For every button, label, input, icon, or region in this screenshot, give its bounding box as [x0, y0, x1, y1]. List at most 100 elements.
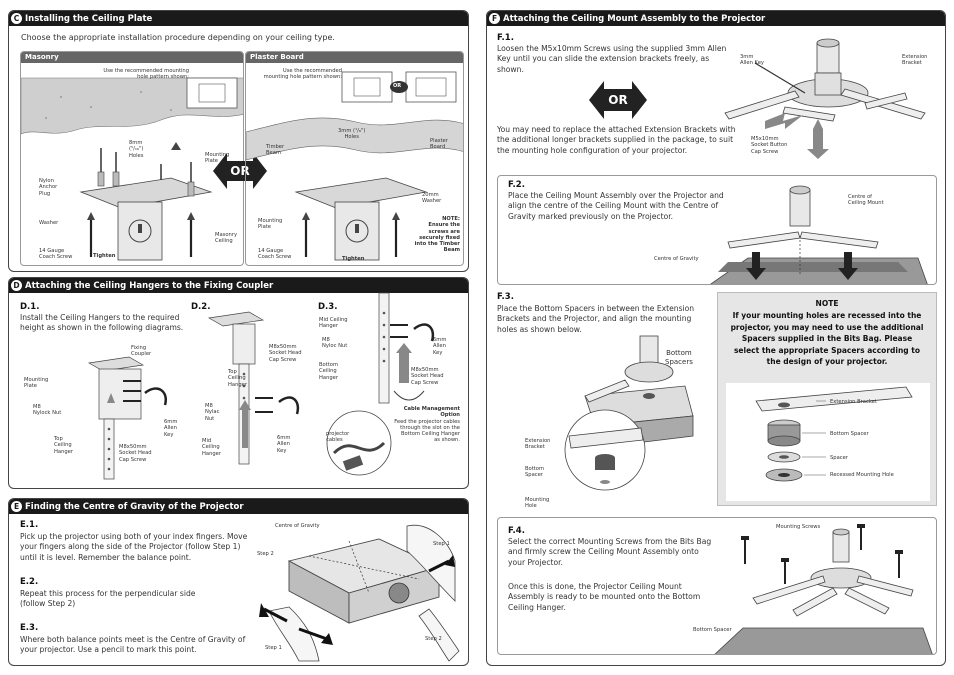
masonry-tighten-label: Tighten: [93, 253, 116, 259]
masonry-washer-label: Washer: [39, 220, 59, 226]
plaster-hole-pattern: Use the recommended mounting hole patter…: [263, 68, 342, 81]
plaster-note: NOTE:Ensure the screws are securely fixe…: [414, 216, 460, 254]
masonry-hole-size: 8mm(⁵/₁₆")Holes: [129, 140, 144, 159]
f2-text: Place the Ceiling Mount Assembly over th…: [508, 191, 724, 221]
f3-heading: F.3.: [497, 292, 514, 302]
section-e-letter: E: [11, 501, 22, 512]
masonry-label: Masonry: [21, 52, 243, 63]
e1-text: Pick up the projector using both of your…: [20, 532, 248, 562]
f2-centre-gravity-label: Centre of Gravity: [654, 256, 699, 262]
or-text-c: OR: [230, 164, 250, 178]
d1-heading: D.1.: [20, 302, 40, 312]
masonry-panel: Masonry Use the recommended mounting hol…: [20, 51, 244, 266]
section-f-letter: F: [489, 13, 500, 24]
f3-text: Place the Bottom Spacers in between the …: [497, 304, 695, 334]
or-arrow-c: OR: [213, 153, 267, 189]
f4-text2: Once this is done, the Projector Ceiling…: [508, 582, 701, 612]
note-text: If your mounting holes are recessed into…: [730, 311, 924, 366]
f4-screws-label: Mounting Screws: [776, 524, 821, 530]
section-d-letter: D: [11, 280, 22, 291]
note-illustration-box: Extension Bracket Bottom Spacer Spacer R…: [726, 383, 930, 501]
note-heading: NOTE: [815, 299, 839, 308]
section-d-title: Attaching the Ceiling Hangers to the Fix…: [25, 280, 274, 291]
f1-heading: F.1.: [497, 33, 514, 43]
e2-heading: E.2.: [20, 577, 39, 587]
f2-illustration: [710, 185, 928, 284]
section-f-header: F Attaching the Ceiling Mount Assembly t…: [487, 11, 945, 26]
section-e-header: E Finding the Centre of Gravity of the P…: [9, 499, 468, 514]
section-c-header: C Installing the Ceiling Plate: [9, 11, 468, 26]
e-step2-label-b: Step 2: [425, 636, 442, 642]
section-e-title: Finding the Centre of Gravity of the Pro…: [25, 501, 244, 512]
section-d-panel: D Attaching the Ceiling Hangers to the F…: [8, 277, 469, 489]
plaster-or-small: OR: [393, 83, 402, 89]
e-step2-label-a: Step 2: [257, 551, 274, 557]
section-f-panel: F Attaching the Ceiling Mount Assembly t…: [486, 10, 946, 666]
section-d-header: D Attaching the Ceiling Hangers to the F…: [9, 278, 468, 293]
plaster-hole-size: 3mm (¹/₈")Holes: [338, 128, 366, 141]
d2-illustration: [207, 311, 300, 465]
f4-box: F.4. Select the correct Mounting Screws …: [497, 517, 937, 655]
or-text-f: OR: [608, 93, 628, 107]
f2-heading: F.2.: [508, 180, 525, 190]
d1-illustration: [87, 356, 168, 480]
section-c-intro: Choose the appropriate installation proc…: [21, 33, 335, 42]
e2-text: Repeat this process for the perpendicula…: [20, 589, 196, 609]
section-f-title: Attaching the Ceiling Mount Assembly to …: [503, 13, 766, 24]
d1-text: Install the Ceiling Hangers to the requi…: [20, 313, 184, 333]
e1-heading: E.1.: [20, 520, 39, 530]
note-box: NOTE If your mounting holes are recessed…: [717, 292, 937, 506]
section-c-title: Installing the Ceiling Plate: [25, 13, 153, 24]
f2-box: F.2. Place the Ceiling Mount Assembly ov…: [497, 175, 937, 285]
note-ext-label: Extension Bracket: [830, 399, 877, 405]
e-step1-label-b: Step 1: [265, 645, 282, 651]
d3-heading: D.3.: [318, 302, 338, 312]
e-step1-label-a: Step 1: [433, 541, 450, 547]
plaster-tighten-label: Tighten: [342, 256, 365, 262]
or-arrow-f: OR: [589, 81, 647, 119]
e3-text: Where both balance points meet is the Ce…: [20, 635, 246, 655]
f1-illustration: [724, 38, 926, 159]
f3-illustration: [564, 335, 694, 491]
e-illustration: [259, 524, 460, 662]
f4-spacer-label: Bottom Spacer: [693, 627, 732, 633]
e-centre-label: Centre of Gravity: [275, 523, 320, 529]
note-bottom-spacer-label: Bottom Spacer: [830, 431, 869, 437]
e3-heading: E.3.: [20, 623, 39, 633]
section-c-panel: C Installing the Ceiling Plate Choose th…: [8, 10, 469, 272]
note-spacer-label: Spacer: [830, 455, 848, 461]
f1-text: Loosen the M5x10mm Screws using the supp…: [497, 44, 727, 74]
f4-text: Select the correct Mounting Screws from …: [508, 537, 712, 567]
d2-heading: D.2.: [191, 302, 211, 312]
f4-heading: F.4.: [508, 526, 525, 536]
